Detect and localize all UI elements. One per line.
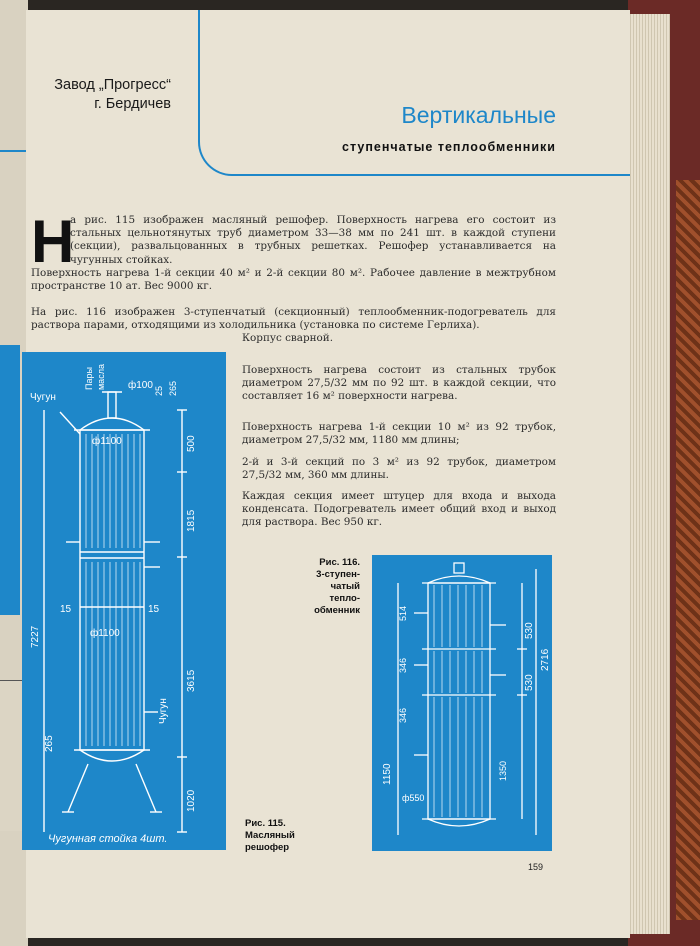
fig116-dim-530-lower: 530	[524, 674, 535, 691]
fig116-dim-346-lower: 346	[398, 708, 408, 723]
page-number: 159	[528, 862, 544, 872]
figure-116-drawing: 514 346 346 1150 ф550 530 530 2716 1350	[382, 562, 551, 835]
fig115-dim-265-top: 265	[168, 381, 178, 396]
fig115-label-vapor: Пары	[84, 367, 94, 390]
fig115-dim-d1100-mid: ф1100	[90, 627, 120, 639]
fig116-dim-1150: 1150	[382, 763, 393, 785]
figure-115-drawing: Чугун Пары масла ф100 25 265 ф1100 500 1…	[30, 364, 197, 845]
paragraph-1: а рис. 115 изображен масляный решофер. П…	[70, 214, 556, 266]
paragraph-5: 2-й и 3-й секций по 3 м² из 92 трубок, д…	[242, 456, 556, 482]
fig116-dim-346-upper: 346	[398, 658, 408, 673]
fig116-dim-1350: 1350	[498, 761, 508, 781]
paragraph-6: Каждая секция имеет штуцер для входа и в…	[242, 490, 556, 529]
fig115-dim-d1100-top: ф1100	[92, 435, 122, 447]
fig115-dim-500: 500	[186, 435, 197, 452]
fig115-dim-1020: 1020	[186, 789, 197, 812]
fig115-dim-15-right: 15	[148, 604, 160, 615]
fig115-label-bottom-right: Чугун	[158, 698, 169, 724]
paragraph-2: На рис. 116 изображен 3-ступенчатый (сек…	[31, 306, 556, 332]
figure-116-blueprint: 514 346 346 1150 ф550 530 530 2716 1350	[372, 555, 552, 851]
fig115-dim-25: 25	[154, 386, 164, 396]
fig116-dim-d550: ф550	[402, 793, 424, 803]
paragraph-1-cont: Поверхность нагрева 1-й секции 40 м² и 2…	[31, 267, 556, 293]
page-edges	[628, 14, 670, 934]
fig115-label-oil: масла	[96, 364, 106, 390]
fig115-dim-265-bottom: 265	[44, 735, 55, 752]
page-title: Вертикальные	[401, 102, 556, 128]
spine-cord	[676, 180, 700, 920]
fig116-dim-514: 514	[398, 606, 408, 621]
drop-cap: Н	[31, 208, 75, 275]
figure-115-caption: Рис. 115. Масляный решофер	[245, 818, 295, 853]
fig116-dim-2716: 2716	[540, 648, 551, 671]
paragraph-2-cont: Корпус сварной.	[242, 332, 334, 344]
paragraph-4: Поверхность нагрева 1-й секции 10 м² из …	[242, 421, 556, 447]
page-subtitle: ступенчатые теплообменники	[342, 140, 556, 154]
fig115-dim-7227: 7227	[30, 625, 41, 648]
figure-115-blueprint: Чугун Пары масла ф100 25 265 ф1100 500 1…	[22, 352, 226, 850]
fig115-dim-d100: ф100	[128, 379, 153, 391]
figure-116-caption: Рис. 116. 3-ступен- чатый тепло- обменни…	[314, 557, 360, 616]
fig115-dim-15-left: 15	[60, 604, 72, 615]
fig115-label-top-left: Чугун	[30, 392, 56, 403]
paragraph-3: Поверхность нагрева состоит из стальных …	[242, 364, 556, 403]
header-curve	[198, 10, 630, 176]
fig115-dim-1815: 1815	[186, 509, 197, 532]
factory-name: Завод „Прогресс“ г. Бердичев	[54, 77, 171, 112]
fig115-dim-3615: 3615	[186, 669, 197, 692]
fig115-label-stand: Чугунная стойка 4шт.	[48, 833, 167, 845]
fig116-dim-530-upper: 530	[524, 622, 535, 639]
